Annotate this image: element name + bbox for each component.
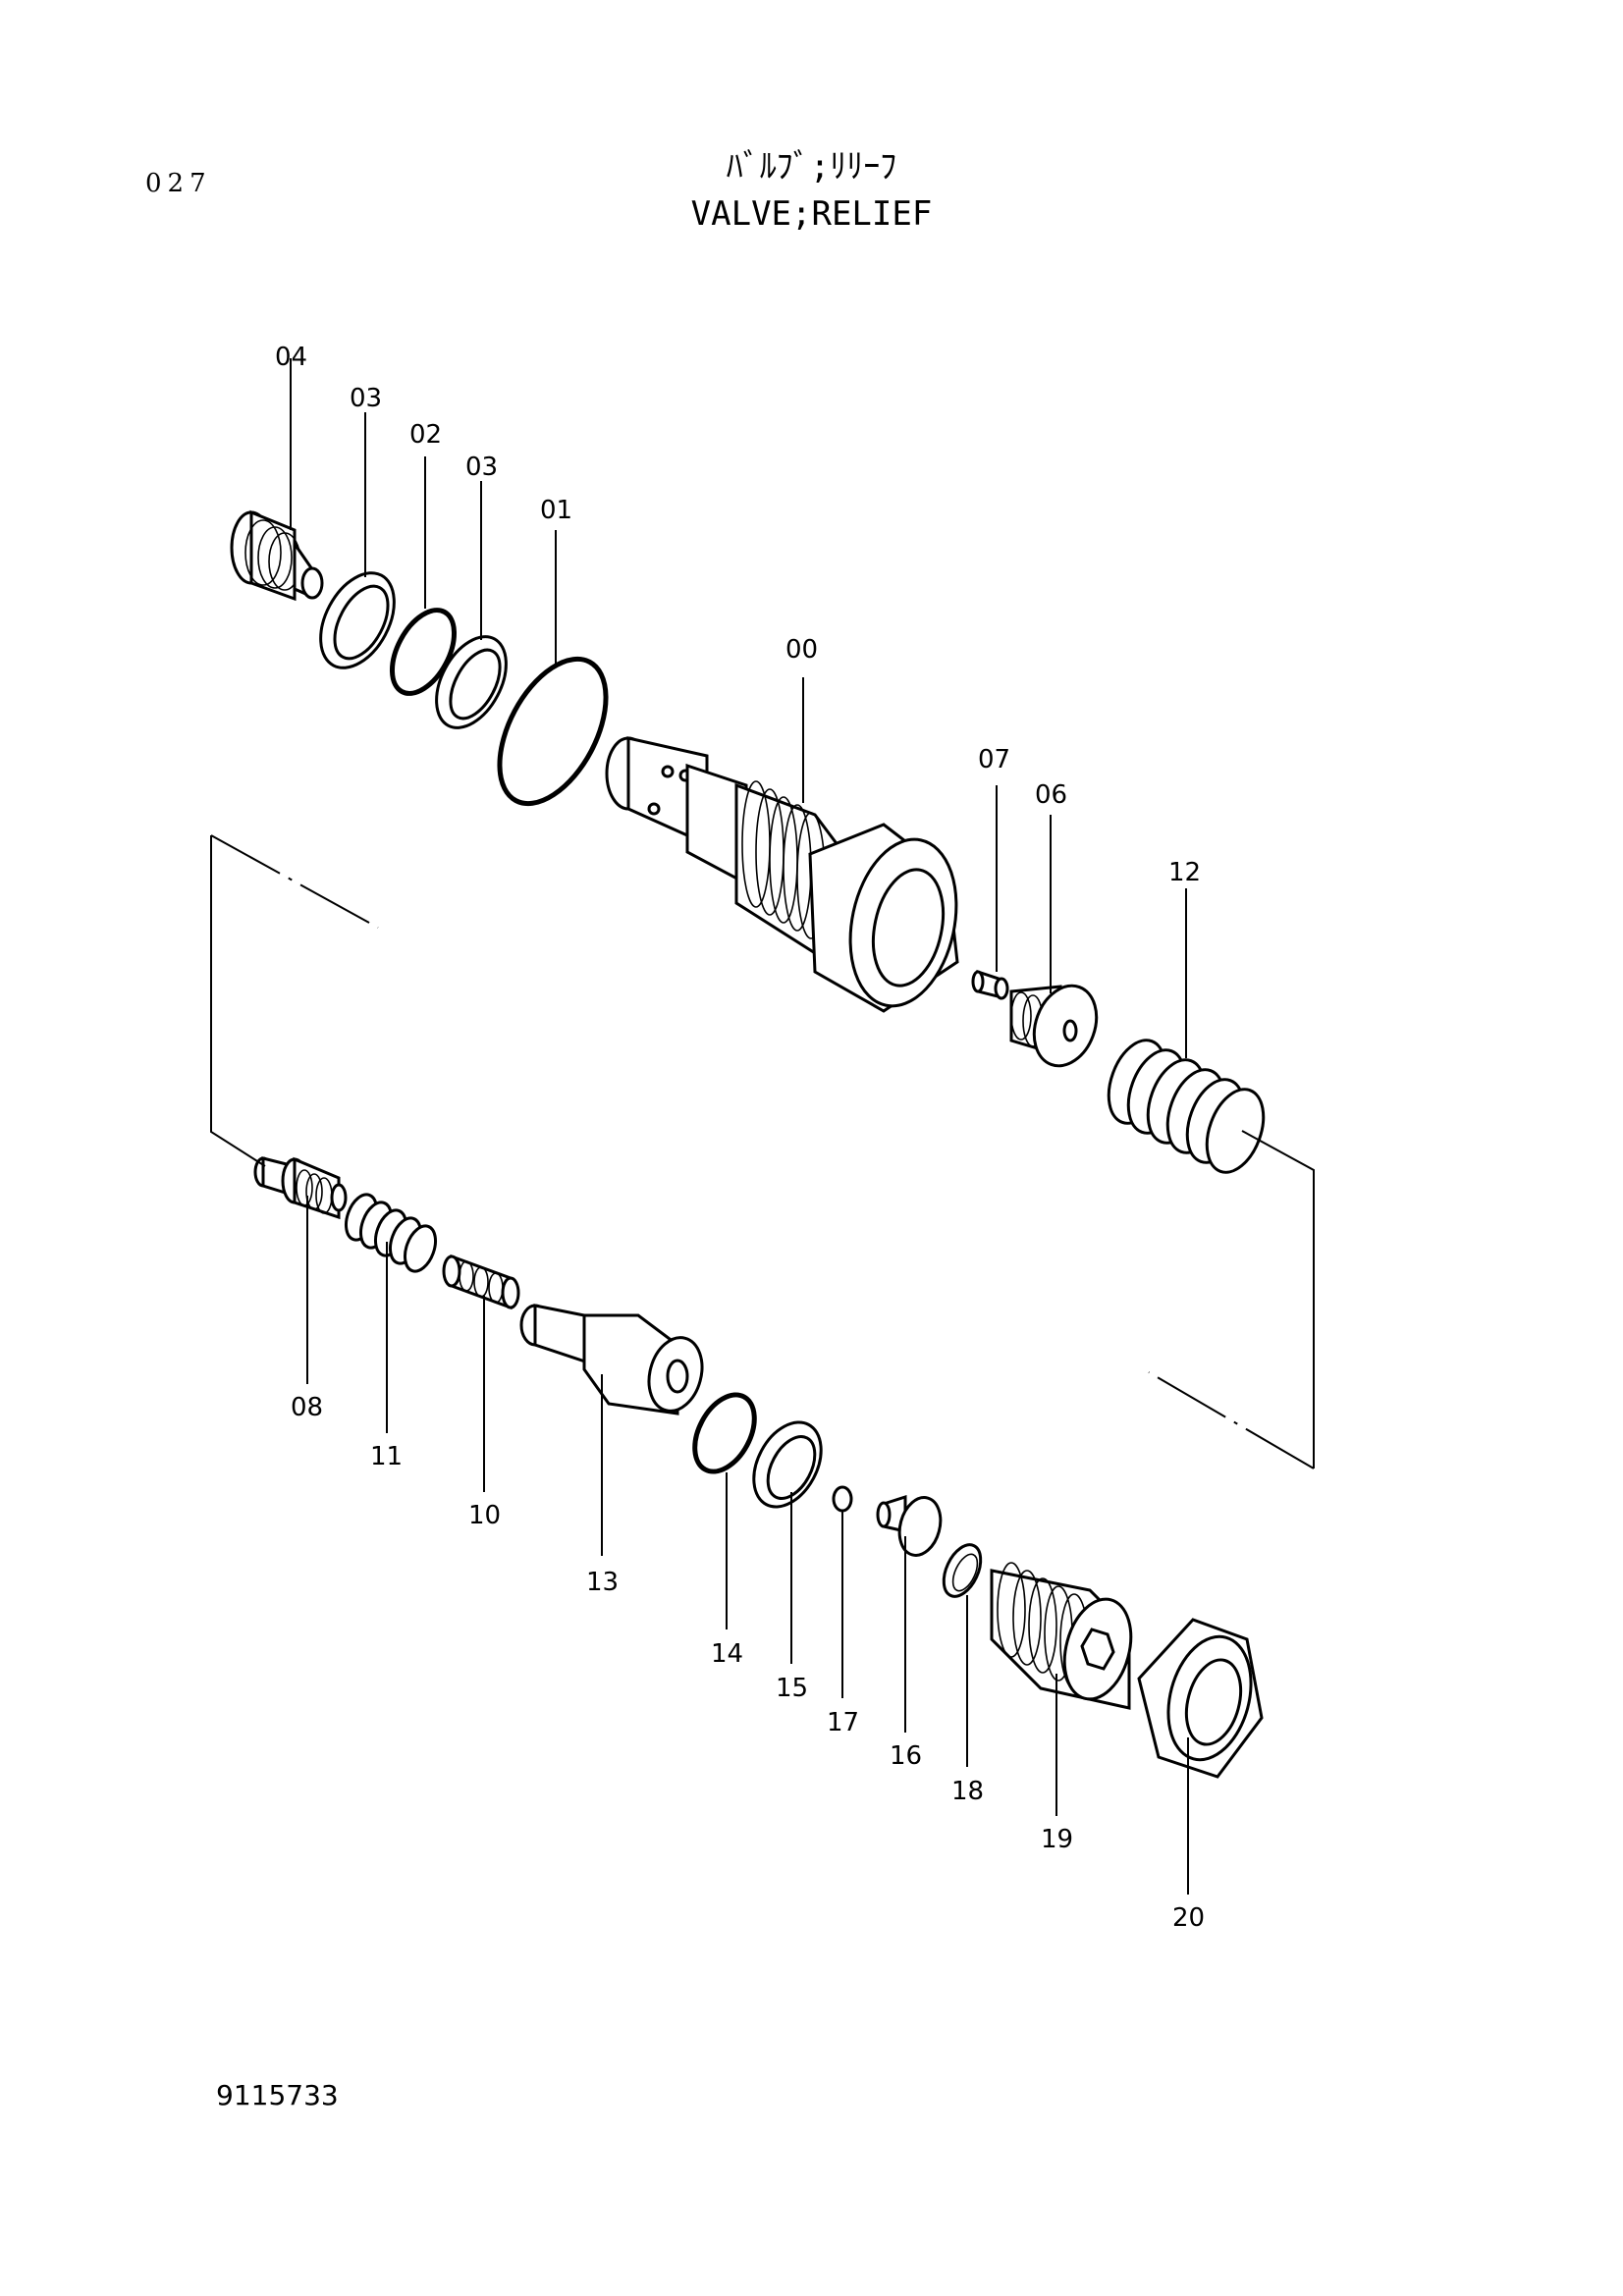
label-10: 10 xyxy=(468,1501,501,1530)
label-19: 19 xyxy=(1041,1825,1073,1854)
part-10-piston xyxy=(442,1254,520,1310)
label-18: 18 xyxy=(951,1777,984,1806)
part-13-main-poppet xyxy=(519,1304,704,1415)
part-16-plug xyxy=(876,1494,943,1557)
label-17: 17 xyxy=(827,1708,859,1737)
label-00: 00 xyxy=(785,635,818,665)
label-08: 08 xyxy=(291,1393,323,1422)
part-04-plug xyxy=(230,509,324,602)
part-03-backup-ring-upper-left xyxy=(319,571,396,669)
label-03-left: 03 xyxy=(350,384,382,413)
part-01-o-ring-large xyxy=(497,656,609,807)
part-12-spring xyxy=(1107,1039,1266,1174)
label-16: 16 xyxy=(890,1741,922,1771)
label-04: 04 xyxy=(275,343,307,372)
label-11: 11 xyxy=(370,1442,403,1471)
part-19-adjusting-screw xyxy=(990,1562,1133,1710)
part-labels: 04 03 02 03 01 00 07 06 12 08 11 10 13 1… xyxy=(275,343,1205,1933)
label-01: 01 xyxy=(540,496,572,525)
part-07-screw xyxy=(971,969,1009,1000)
title-english: VALVE;RELIEF xyxy=(690,194,933,234)
page-number: 027 xyxy=(145,169,212,198)
leader-lines xyxy=(290,358,1189,1895)
part-17-ball xyxy=(832,1485,853,1513)
title-japanese: ﾊﾞﾙﾌﾞ;ﾘﾘｰﾌ xyxy=(726,147,897,187)
part-14-o-ring xyxy=(692,1392,757,1474)
label-15: 15 xyxy=(776,1674,808,1703)
part-02-o-ring xyxy=(389,608,458,696)
drawing-number: 9115733 xyxy=(216,2079,339,2111)
label-20: 20 xyxy=(1172,1903,1205,1933)
part-08-pilot-seat xyxy=(253,1156,348,1220)
part-15-backup-ring xyxy=(752,1420,823,1509)
label-02: 02 xyxy=(409,420,442,450)
alignment-lines xyxy=(210,834,1315,1469)
part-00-valve-body xyxy=(605,736,959,1013)
label-03-right: 03 xyxy=(465,453,498,482)
label-13: 13 xyxy=(586,1568,619,1597)
label-07: 07 xyxy=(978,745,1010,774)
label-14: 14 xyxy=(711,1639,743,1669)
part-18-ring xyxy=(942,1543,983,1598)
part-20-lock-nut xyxy=(1137,1618,1264,1779)
label-06: 06 xyxy=(1035,780,1067,810)
label-12: 12 xyxy=(1168,858,1201,887)
part-03-backup-ring-upper-right xyxy=(435,635,508,729)
part-11-spring xyxy=(344,1193,438,1273)
part-06-poppet xyxy=(1009,984,1099,1068)
